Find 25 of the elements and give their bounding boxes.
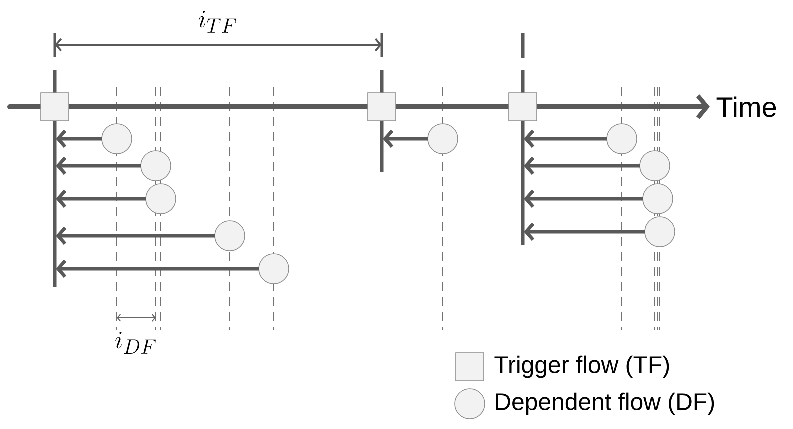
arrow xyxy=(524,222,645,242)
dependent-flow-circle xyxy=(640,150,670,182)
dependent-flow-circle xyxy=(258,254,290,284)
legend-text: Trigger flow (TF) xyxy=(494,356,670,378)
dependent-flow-circle xyxy=(102,124,132,154)
arrow xyxy=(56,226,215,246)
dependent-flow-circle xyxy=(214,220,246,252)
dependent-flow-circle xyxy=(642,184,674,214)
dependent-flow-circle xyxy=(606,124,638,154)
axis-label: Time xyxy=(716,96,776,118)
arrow xyxy=(383,130,428,148)
arrow xyxy=(524,190,643,208)
arrow xyxy=(56,130,102,148)
arrow xyxy=(524,130,607,148)
arrow xyxy=(56,190,146,208)
arrow xyxy=(56,156,141,176)
interval-label: $i_{DF}$ xyxy=(116,332,156,354)
dependent-flow-circle xyxy=(644,216,676,248)
legend-text: Dependent flow (DF) xyxy=(496,392,714,416)
arrow xyxy=(56,260,259,278)
dependent-flow-circle xyxy=(140,150,172,182)
arrow xyxy=(524,156,640,176)
interval-label: $i_{TF}$ xyxy=(198,11,237,33)
dependent-flow-circle xyxy=(146,184,176,214)
dependent-flow-circle xyxy=(428,124,458,154)
